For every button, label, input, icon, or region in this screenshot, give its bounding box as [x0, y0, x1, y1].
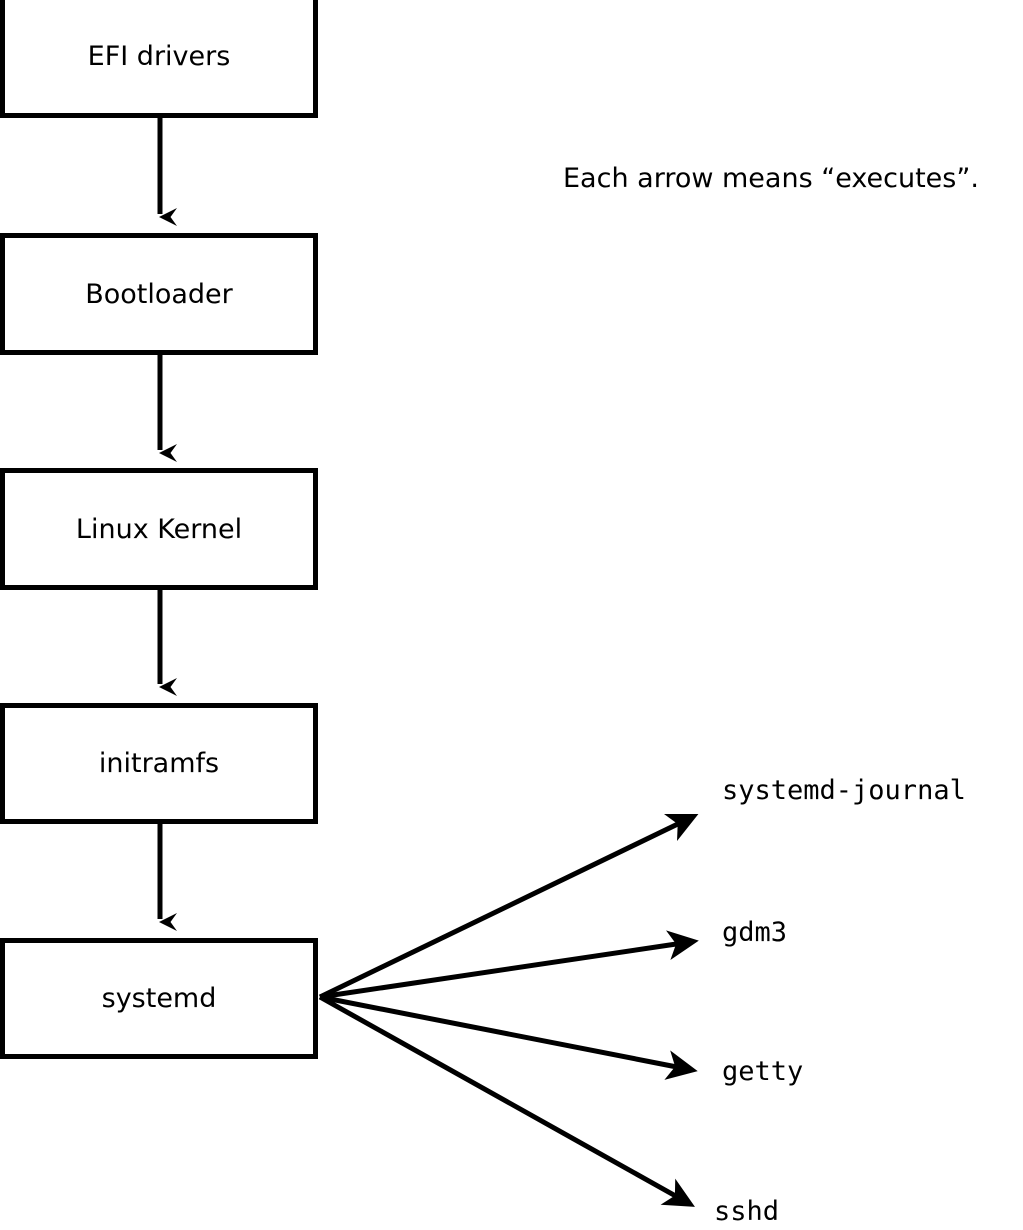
fan-arrow-systemd-to-gdm3 [319, 930, 699, 1000]
leaf-label-gdm3[interactable]: gdm3 [722, 917, 788, 948]
fan-arrow-systemd-to-sshd [318, 994, 695, 1207]
node-label-systemd: systemd [101, 983, 217, 1014]
node-label-initramfs: initramfs [98, 748, 220, 779]
fan-arrow-systemd-to-getty [319, 994, 698, 1080]
node-box-linux-kernel[interactable]: Linux Kernel [0, 468, 318, 590]
node-box-efi-drivers[interactable]: EFI drivers [0, 0, 318, 118]
node-label-linux-kernel: Linux Kernel [75, 513, 243, 545]
diagram-caption: Each arrow means “executes”. [563, 163, 979, 194]
leaf-label-getty[interactable]: getty [722, 1056, 804, 1087]
node-box-bootloader[interactable]: Bootloader [0, 233, 318, 355]
leaf-label-systemd-journal[interactable]: systemd-journal [722, 775, 966, 806]
node-label-efi-drivers: EFI drivers [87, 41, 231, 72]
node-label-bootloader: Bootloader [85, 278, 233, 310]
leaf-label-sshd[interactable]: sshd [714, 1196, 780, 1227]
node-box-initramfs[interactable]: initramfs [0, 703, 318, 824]
node-box-systemd[interactable]: systemd [0, 938, 318, 1059]
fan-arrow-systemd-to-systemd-journal [318, 814, 699, 1000]
